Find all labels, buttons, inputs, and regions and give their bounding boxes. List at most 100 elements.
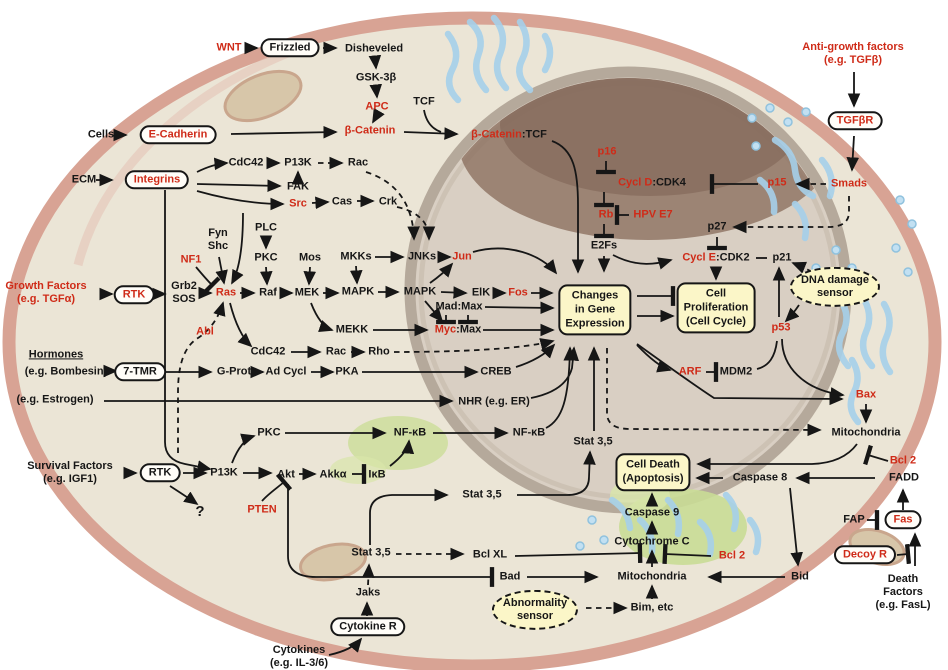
node-bax: Bax — [855, 388, 877, 401]
node-death-factors-line: Factors — [883, 586, 923, 599]
node-pka: PKA — [335, 365, 359, 378]
node-e2fs: E2Fs — [590, 239, 618, 252]
node-caspase-9: Caspase 9 — [624, 506, 680, 519]
node-jnks: JNKs — [407, 250, 437, 263]
node-rb: Rb — [598, 208, 614, 221]
node-grb2-sos-line: SOS — [172, 293, 196, 305]
node-arf: ARF — [678, 365, 702, 378]
node-p16: p16 — [597, 145, 617, 158]
node-cycle-cdk2-part: Cycl E — [682, 251, 717, 264]
node-growth-factors-line: Growth Factors — [5, 279, 87, 292]
edge-126 — [756, 340, 778, 370]
edge-90 — [169, 485, 199, 506]
node-pkc-upper: PKC — [254, 251, 278, 264]
edge-53 — [396, 206, 436, 241]
node-dna-damage-sensor-line: sensor — [816, 287, 854, 299]
node-cytochrome-c: Cytochrome C — [614, 535, 690, 548]
node-bid: Bid — [791, 570, 809, 583]
node-mos: Mos — [299, 251, 321, 264]
edge-44 — [424, 300, 444, 323]
node-pkc-lower: PKC — [257, 426, 281, 439]
node-disheveled: Disheveled — [344, 42, 404, 55]
node-g-prot: G-Prot — [216, 365, 252, 378]
node-anti-growth-factors-line: (e.g. TGFβ) — [823, 54, 883, 66]
edge-5 — [423, 109, 442, 133]
node-fadd: FADD — [889, 471, 919, 484]
node-proliferation-box-line: Proliferation — [683, 301, 749, 314]
edge-65 — [311, 196, 330, 210]
node-cell-death-box-line: (Apoptosis) — [622, 472, 684, 484]
node-plc: PLC — [255, 221, 277, 234]
node-b-catenin-tcf-part: β-Catenin — [471, 128, 522, 141]
edge-93 — [369, 488, 449, 545]
node-cytokines: Cytokines(e.g. IL-3/6) — [270, 644, 328, 670]
node-p53: p53 — [771, 321, 791, 334]
node-raf: Raf — [259, 286, 277, 299]
edge-85 — [389, 439, 415, 467]
edge-38 — [259, 266, 273, 286]
edge-52 — [365, 171, 420, 241]
edge-40 — [349, 265, 363, 285]
node-proliferation-box-line: (Cell Cycle) — [686, 314, 746, 327]
node-survival-factors: Survival Factors(e.g. IGF1) — [27, 460, 113, 486]
node-mkks: MKKs — [340, 250, 372, 263]
edge-55 — [215, 256, 228, 285]
node-mekk: MEKK — [335, 323, 369, 336]
node-stat35-bottom: Stat 3,5 — [351, 546, 391, 559]
node-survival-factors-line: Survival Factors — [27, 459, 113, 472]
node-mitochondria-right: Mitochondria — [831, 426, 901, 439]
node-src: Src — [289, 197, 307, 210]
node-akk-alpha: Akkα — [319, 468, 347, 481]
edge-11 — [846, 135, 860, 172]
edge-98 — [328, 637, 363, 656]
edge-63 — [196, 179, 282, 192]
node-jun: Jun — [452, 250, 472, 263]
edge-64 — [196, 190, 285, 211]
node-rac-upper: Rac — [347, 156, 369, 169]
node-smads: Smads — [830, 177, 868, 190]
node-mdm2: MDM2 — [719, 365, 753, 378]
node-nfkb-1: NF-κB — [393, 426, 427, 439]
edge-94 — [517, 450, 596, 496]
node-tcf: TCF — [413, 95, 435, 108]
node-ad-cycl: Ad Cycl — [265, 365, 307, 378]
node-mapk-2: MAPK — [403, 285, 437, 298]
node-nhr: NHR (e.g. ER) — [458, 395, 530, 408]
node-death-factors-line: (e.g. FasL) — [875, 599, 931, 612]
edge-43 — [429, 262, 454, 284]
edge-96 — [362, 563, 375, 586]
node-death-factors-line: Death — [887, 573, 919, 586]
node-growth-factors-line: (e.g. TGFα) — [16, 293, 76, 305]
node-stat35-center: Stat 3,5 — [573, 435, 613, 448]
node-cell-death-box: Cell Death(Apoptosis) — [615, 453, 691, 491]
edge-25 — [784, 304, 800, 323]
node-frizzled: Frizzled — [260, 38, 320, 58]
node-gene-expression-box-line: Changes — [571, 289, 619, 302]
node-bcl2-bottom: Bcl 2 — [718, 549, 746, 562]
edge-9 — [551, 140, 585, 274]
edge-109 — [789, 487, 803, 567]
node-ikb: IκB — [368, 468, 386, 481]
edge-100 — [514, 543, 643, 563]
edge-121 — [606, 348, 822, 437]
node-dna-damage-sensor-line: DNA damage — [800, 273, 870, 286]
node-gene-expression-box-line: in Gene — [574, 303, 616, 316]
node-nf1: NF1 — [180, 253, 202, 266]
edge-124 — [636, 344, 672, 373]
node-caspase-8: Caspase 8 — [732, 471, 788, 484]
node-jaks: Jaks — [355, 586, 381, 599]
node-ras: Ras — [215, 286, 237, 299]
node-pten: PTEN — [247, 503, 277, 516]
node-7-tmr: 7-TMR — [114, 362, 166, 382]
node-integrins: Integrins — [124, 170, 190, 190]
edge-3 — [369, 83, 383, 99]
node-apc: APC — [365, 100, 389, 113]
edge-7 — [230, 125, 338, 139]
node-bim-etc: Bim, etc — [630, 601, 674, 614]
node-p15: p15 — [767, 176, 787, 189]
node-e-cadherin: E-Cadherin — [139, 125, 217, 145]
node-fak: FAK — [287, 180, 309, 193]
